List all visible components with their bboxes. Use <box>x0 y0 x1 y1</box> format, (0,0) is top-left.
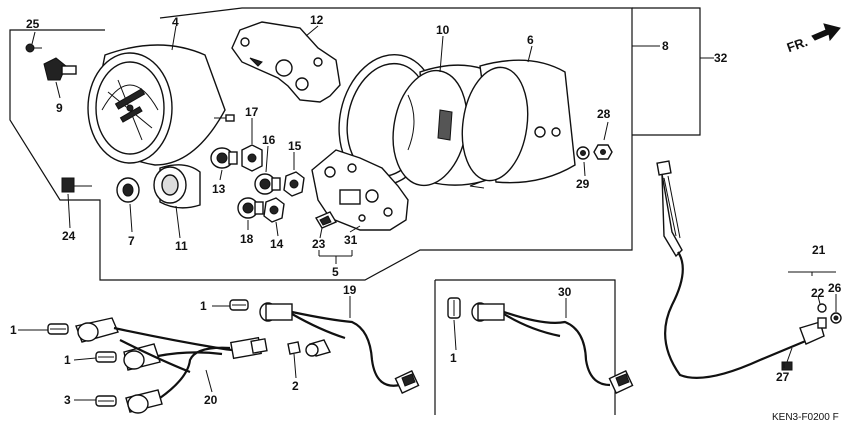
callout-1-a: 1 <box>200 299 207 313</box>
callout-12: 12 <box>310 13 324 27</box>
callout-16: 16 <box>262 133 276 147</box>
callout-2: 2 <box>292 379 299 393</box>
screw-24 <box>61 177 92 193</box>
nut-28 <box>593 144 613 160</box>
wire-19 <box>259 302 420 394</box>
callout-20: 20 <box>204 393 218 407</box>
callout-labels: 4 25 9 12 10 6 28 29 8 32 17 16 15 13 18… <box>10 13 842 407</box>
speedometer-body <box>87 44 235 166</box>
callout-27: 27 <box>776 370 790 384</box>
wire-harness-20 <box>75 317 268 414</box>
wire-30 <box>471 302 634 394</box>
callout-6: 6 <box>527 33 534 47</box>
front-direction-label: FR. <box>785 34 810 55</box>
callout-21: 21 <box>812 243 826 257</box>
callout-15: 15 <box>288 139 302 153</box>
callout-1-d: 1 <box>450 351 457 365</box>
socket-16 <box>254 173 281 195</box>
callout-5: 5 <box>332 265 339 279</box>
washer-26 <box>830 312 842 324</box>
callout-24: 24 <box>62 229 76 243</box>
callout-13: 13 <box>212 182 226 196</box>
callout-28: 28 <box>597 107 611 121</box>
socket-17 <box>241 144 263 172</box>
leader-lines <box>18 25 837 401</box>
grommet-11 <box>153 164 201 209</box>
callout-8: 8 <box>662 39 669 53</box>
socket-13 <box>210 147 238 169</box>
bulb-1-a <box>229 299 249 311</box>
callout-10: 10 <box>436 23 450 37</box>
callout-25: 25 <box>26 17 40 31</box>
callout-22: 22 <box>811 286 825 300</box>
assembly-frame-32 <box>632 7 701 136</box>
callout-9: 9 <box>56 101 63 115</box>
bracket-plate-12 <box>231 21 341 103</box>
speedometer-cable <box>656 160 827 379</box>
callout-3: 3 <box>64 393 71 407</box>
front-direction-arrow: FR. <box>785 23 841 55</box>
callout-4: 4 <box>172 15 179 29</box>
callout-26: 26 <box>828 281 842 295</box>
meter-case-6 <box>461 59 576 189</box>
callout-14: 14 <box>270 237 284 251</box>
callout-1-b: 1 <box>10 323 17 337</box>
callout-31: 31 <box>344 233 358 247</box>
callout-32: 32 <box>714 51 728 65</box>
callout-30: 30 <box>558 285 572 299</box>
bolt-27 <box>781 347 793 371</box>
socket-14 <box>263 197 285 223</box>
washer-29 <box>576 146 590 160</box>
socket-15 <box>283 171 305 197</box>
diagram-code: KEN3-F0200 F <box>772 412 839 423</box>
callout-17: 17 <box>245 105 259 119</box>
assembly-frame-8 <box>9 7 633 281</box>
socket-18 <box>237 197 264 219</box>
bulb-1-d <box>447 297 461 319</box>
bulb-1-b <box>47 323 69 335</box>
bulb-1-c <box>95 351 117 363</box>
grommet-7 <box>116 177 140 203</box>
indicator-cover-23 <box>314 211 338 229</box>
callout-29: 29 <box>576 177 590 191</box>
callout-1-c: 1 <box>64 353 71 367</box>
callout-7: 7 <box>128 234 135 248</box>
bulb-2 <box>287 341 301 355</box>
trip-knob <box>43 57 77 81</box>
meter-panel-31 <box>311 149 409 231</box>
callout-19: 19 <box>343 283 357 297</box>
bulb-3 <box>95 395 117 407</box>
wire-frame-30 <box>435 279 616 415</box>
callout-18: 18 <box>240 232 254 246</box>
screw-25 <box>25 43 42 53</box>
callout-23: 23 <box>312 237 326 251</box>
callout-11: 11 <box>175 239 188 253</box>
clip-22 <box>817 303 827 313</box>
